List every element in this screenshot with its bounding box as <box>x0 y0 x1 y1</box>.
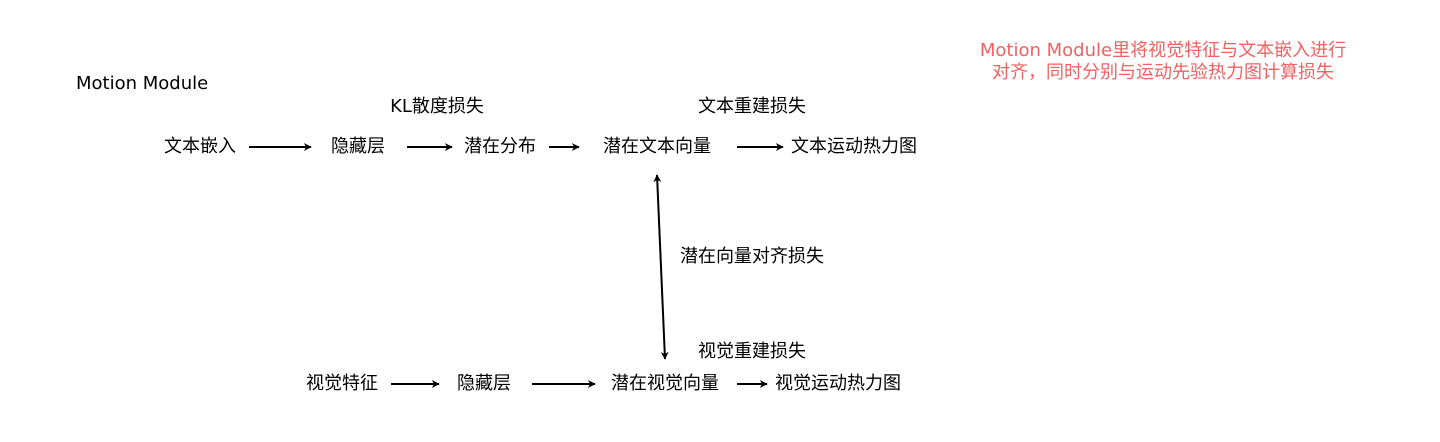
diagram-title: Motion Module <box>76 73 209 94</box>
node-visual-motion-heatmap: 视觉运动热力图 <box>775 373 901 394</box>
node-visual-hidden-layer: 隐藏层 <box>457 373 511 394</box>
node-text-motion-heatmap: 文本运动热力图 <box>791 136 917 157</box>
node-text-hidden-layer: 隐藏层 <box>331 136 385 157</box>
node-latent-distribution: 潜在分布 <box>464 136 536 157</box>
node-latent-visual-vector: 潜在视觉向量 <box>611 373 719 394</box>
node-visual-features: 视觉特征 <box>306 373 378 394</box>
annotation-note: Motion Module里将视觉特征与文本嵌入进行 对齐，同时分别与运动先验热… <box>963 40 1363 84</box>
node-text-embedding: 文本嵌入 <box>164 136 236 157</box>
text-recon-loss-label: 文本重建损失 <box>698 96 806 117</box>
kl-loss-label: KL散度损失 <box>390 96 484 117</box>
node-latent-text-vector: 潜在文本向量 <box>603 136 711 157</box>
annotation-note-line-1: Motion Module里将视觉特征与文本嵌入进行 <box>979 40 1347 61</box>
alignment-loss-label: 潜在向量对齐损失 <box>680 246 824 267</box>
visual-recon-loss-label: 视觉重建损失 <box>698 341 806 362</box>
edge-alignment-bidirectional <box>653 174 669 360</box>
annotation-note-line-2: 对齐，同时分别与运动先验热力图计算损失 <box>992 62 1334 83</box>
